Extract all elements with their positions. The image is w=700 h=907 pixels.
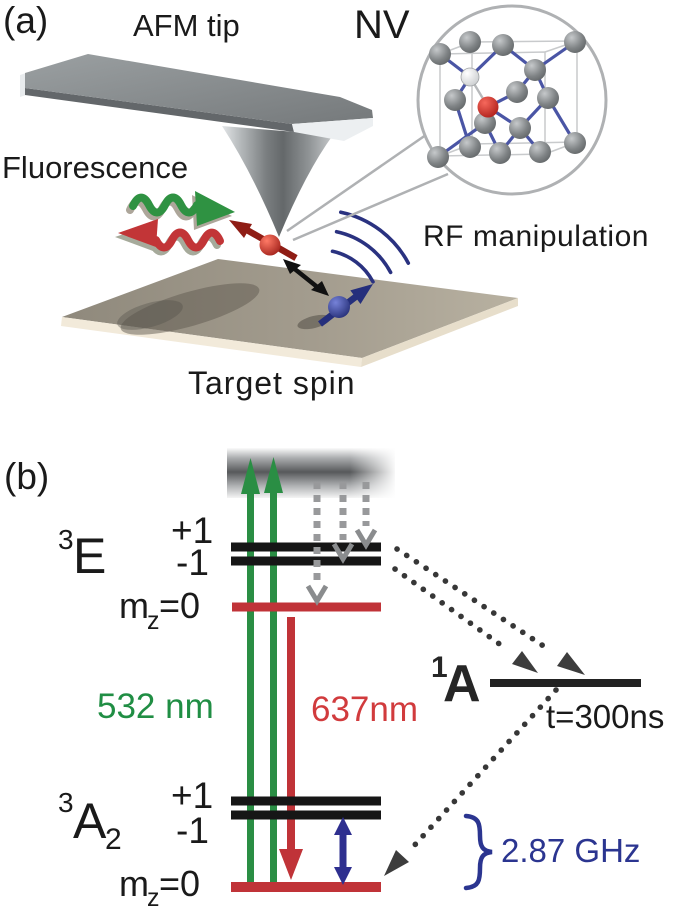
gray-arrowhead-1: [305, 584, 329, 606]
coupling-arrow: [283, 259, 329, 296]
nv-spin-sphere: [259, 234, 281, 256]
excited-mz0-eq: =0: [159, 585, 200, 626]
excited-state-main: E: [73, 528, 106, 584]
red-arrow-head: [279, 849, 303, 880]
excited-mz0-z: z: [147, 607, 160, 635]
cantilever-end-bevel: [292, 118, 373, 141]
isc-dots-1: [394, 546, 548, 650]
isc-dots-3: [409, 687, 559, 851]
target-spin-label: Target spin: [188, 365, 356, 401]
target-spin-arrowhead: [350, 284, 373, 304]
afm-tip-label: AFM tip: [133, 8, 240, 43]
ground-minus1-label: -1: [176, 810, 209, 851]
isc-dotted-arrows: [384, 546, 585, 876]
cantilever-top-face: [25, 54, 373, 124]
isc-arrowhead-3: [384, 850, 409, 876]
green-wavelength-label: 532 nm: [97, 687, 214, 726]
cantilever-left-edge: [20, 73, 26, 97]
balloon-tail-lower: [292, 172, 449, 242]
target-spin-sphere: [328, 296, 350, 318]
microwave-arrowhead-up: [334, 817, 352, 835]
nv-spin-arrowhead: [229, 220, 252, 238]
isc-dots-2: [392, 566, 508, 651]
panel-b: (b) 3 E +1 -1 m z =0 532 nm 637nm 1 A t=…: [4, 446, 664, 907]
red-emission-arrow: [279, 617, 303, 880]
gray-arrowhead-2: [331, 542, 355, 564]
continuum-band-fade: [350, 446, 397, 500]
ground-mz0-z: z: [147, 884, 160, 907]
nv-lattice-atoms: [427, 31, 586, 168]
green-photon-wave: [129, 193, 201, 217]
ground-plus1-label: +1: [171, 775, 213, 816]
afm-cone-tip: [222, 126, 333, 237]
nv-spin: [229, 220, 298, 261]
fluorescence-label: Fluorescence: [2, 150, 188, 185]
vacancy-atom: [477, 96, 499, 118]
isc-arrowhead-2: [512, 651, 538, 673]
balloon-tail-upper: [286, 126, 437, 233]
singlet-state-main: A: [443, 655, 481, 713]
coupling-arrowhead-up: [283, 259, 301, 274]
rf-waves-icon: [330, 210, 411, 284]
nv-label: NV: [354, 3, 410, 47]
rf-manipulation-label: RF manipulation: [423, 220, 649, 253]
excited-state-label: 3 E: [58, 524, 106, 584]
singlet-state-label: 1 A: [431, 651, 481, 713]
ground-mz0-eq: =0: [159, 863, 200, 904]
green-photon-arrowhead: [195, 191, 235, 226]
coupling-arrowhead-down: [311, 281, 329, 296]
isc-arrowhead-1: [557, 652, 585, 675]
lifetime-label: t=300ns: [546, 698, 664, 735]
excited-state-sup: 3: [58, 524, 74, 555]
excited-mz0-label: m z =0: [119, 585, 200, 635]
microwave-double-arrow: [334, 817, 352, 885]
green-arrow-1-head: [241, 458, 260, 494]
tip-shadow: [120, 283, 260, 335]
panel-a-label: (a): [3, 0, 48, 41]
fluorescence-arrows: [115, 191, 235, 256]
ground-state-sub: 2: [105, 823, 122, 856]
green-excitation-arrows: [241, 457, 283, 886]
green-arrow-2-head: [264, 457, 283, 493]
afm-cantilever: [20, 54, 373, 237]
sample-top-face: [62, 259, 518, 358]
energy-levels: [231, 542, 641, 892]
excited-mz0-m: m: [119, 585, 149, 626]
nitrogen-atom: [460, 67, 480, 87]
rf-arc-1: [330, 249, 375, 284]
microwave-arrowhead-down: [334, 867, 352, 885]
gray-relaxation-arrows: [305, 482, 378, 606]
gray-arrowhead-3: [354, 528, 378, 550]
ground-state-label: 3 A 2: [58, 787, 122, 856]
nv-balloon: [286, 4, 608, 242]
ground-state-main: A: [73, 793, 107, 849]
excited-minus1-label: -1: [176, 542, 209, 583]
panel-a: (a) AFM tip NV Fluorescence RF manipulat…: [2, 0, 649, 401]
cantilever-front-face: [25, 88, 294, 132]
tip-shadow-dark: [117, 300, 183, 330]
red-photon-arrowhead: [118, 219, 158, 247]
splitting-label: 2.87 GHz: [501, 832, 640, 869]
target-spin: [318, 284, 373, 327]
ground-state-sup: 3: [58, 787, 74, 818]
excited-plus1-label: +1: [171, 510, 213, 551]
splitting-brace: [463, 813, 493, 891]
sample-slab: [61, 259, 518, 367]
red-wavelength-label: 637nm: [311, 690, 418, 729]
panel-b-label: (b): [4, 456, 49, 497]
ground-mz0-m: m: [119, 863, 149, 904]
red-photon-wave: [152, 228, 224, 252]
sample-front-right-edge: [361, 298, 518, 367]
rf-arc-2: [334, 229, 393, 275]
ground-mz0-label: m z =0: [119, 863, 200, 907]
singlet-state-sup: 1: [431, 651, 448, 684]
